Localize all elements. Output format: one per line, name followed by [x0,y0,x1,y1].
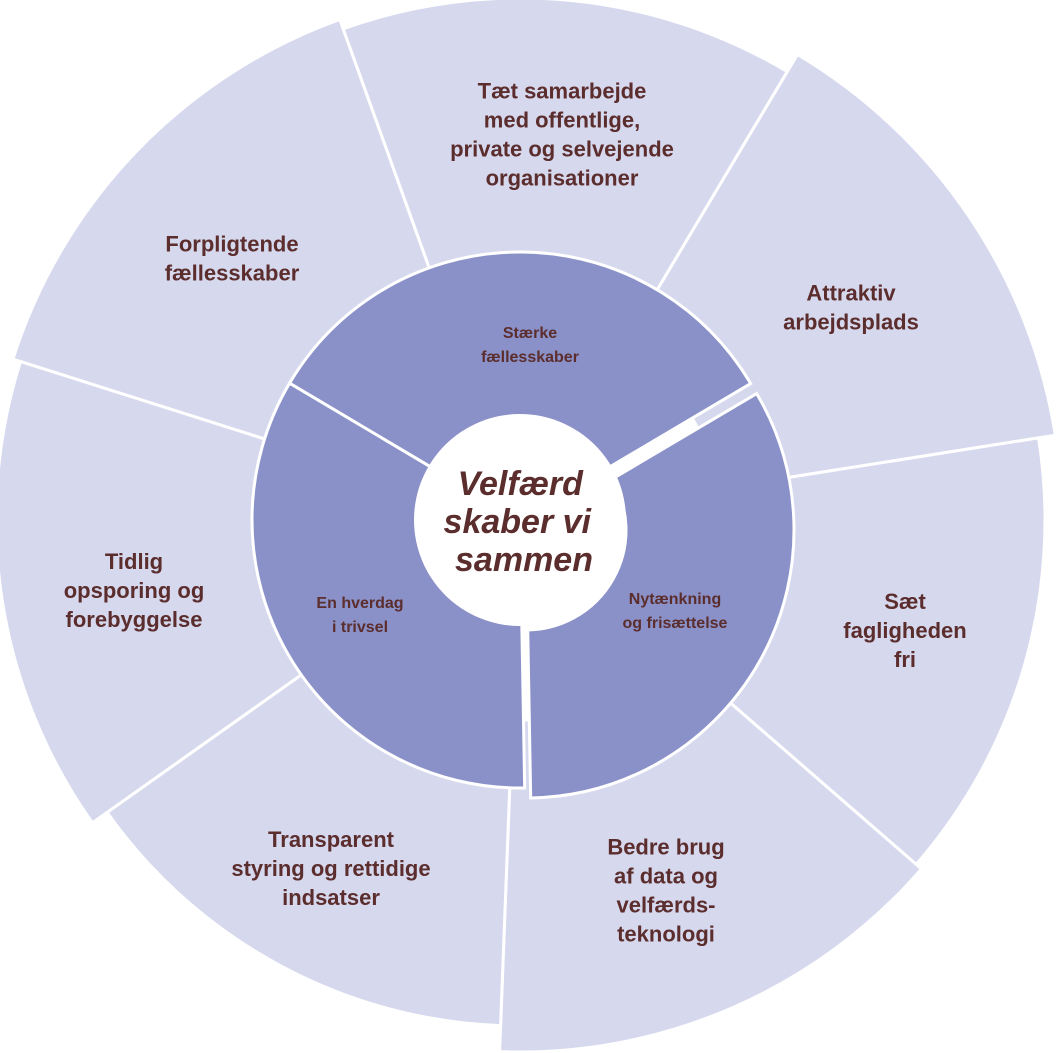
center-circle [414,414,626,626]
middle-segment-nytaenkning-og-frisaettelse [526,391,796,800]
center-title: Velfærd skaber vi sammen [444,465,601,579]
